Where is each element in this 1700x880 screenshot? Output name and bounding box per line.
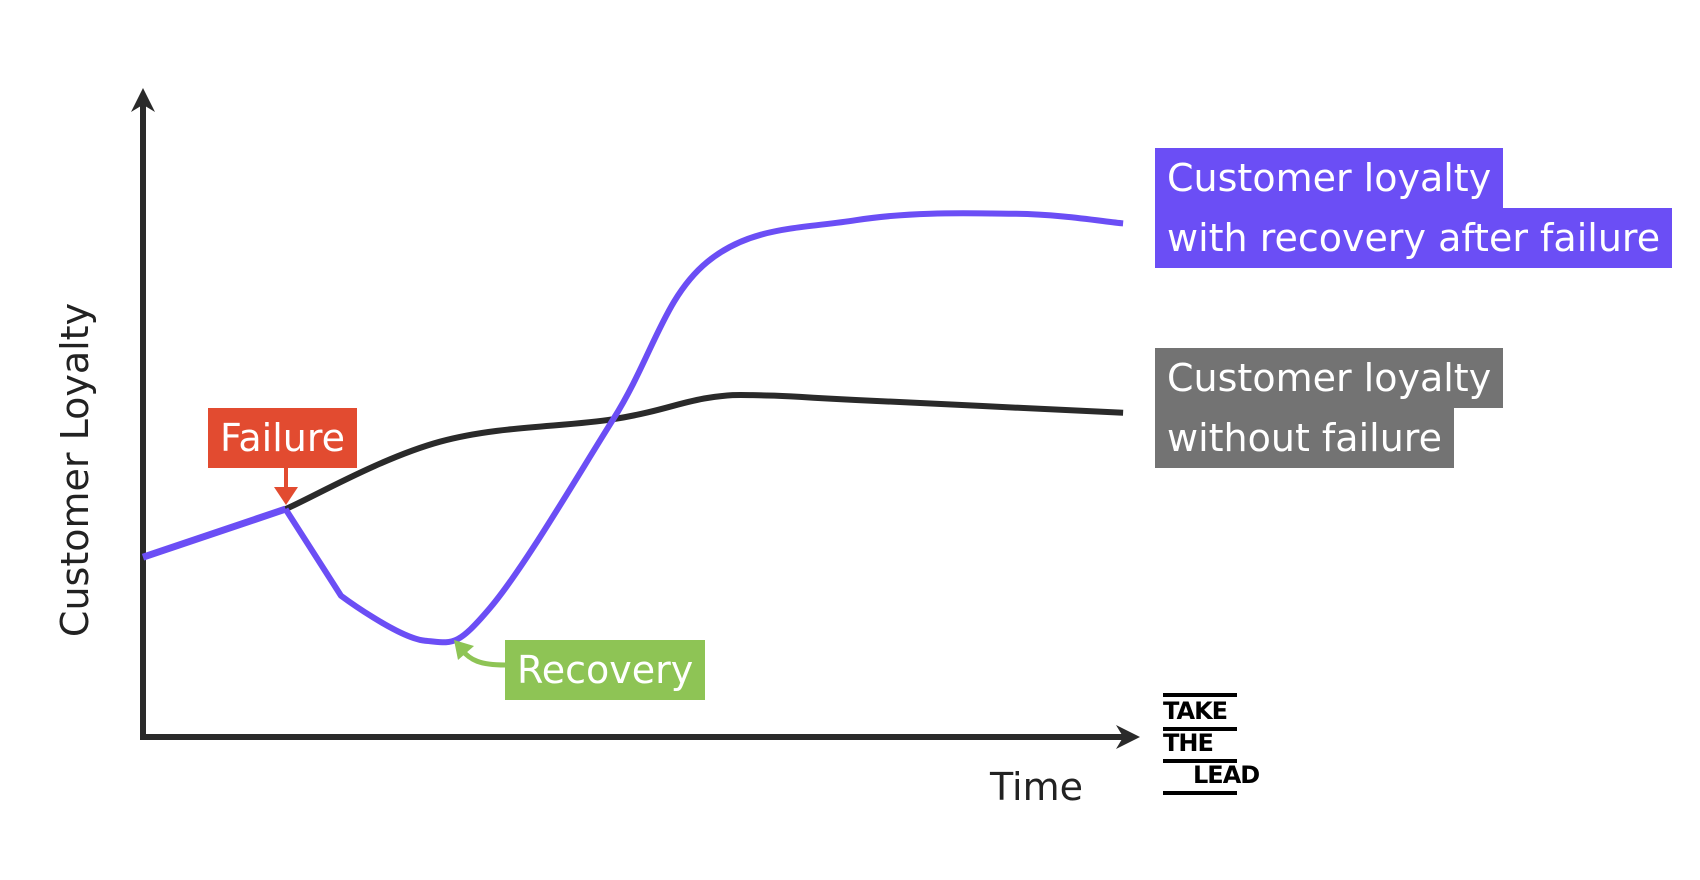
logo-bar bbox=[1163, 727, 1237, 731]
legend-nofail-line1: Customer loyalty bbox=[1155, 348, 1504, 408]
logo-word-take: TAKE bbox=[1163, 697, 1228, 725]
x-axis-label: Time bbox=[990, 765, 1083, 809]
series-layer bbox=[141, 210, 1124, 646]
take-the-lead-logo: TAKE THE LEAD bbox=[1163, 693, 1273, 805]
logo-bar bbox=[1163, 759, 1237, 763]
recovery-arrow bbox=[454, 640, 506, 668]
logo-bar bbox=[1163, 693, 1237, 697]
logo-word-the: THE bbox=[1163, 729, 1214, 757]
legend-recovery-line1: Customer loyalty bbox=[1155, 148, 1504, 208]
failure-arrow bbox=[274, 468, 298, 505]
y-axis-label: Customer Loyalty bbox=[53, 302, 97, 638]
logo-bar bbox=[1163, 791, 1237, 795]
series-line-shared-segment bbox=[141, 505, 287, 561]
series-line-with-recovery bbox=[283, 210, 1124, 646]
legend-nofail-line2: without failure bbox=[1155, 408, 1454, 468]
recovery-annotation: Recovery bbox=[505, 640, 706, 700]
logo-word-lead: LEAD bbox=[1193, 761, 1260, 789]
series-line-without-failure bbox=[284, 391, 1124, 512]
legend-recovery-line2: with recovery after failure bbox=[1155, 208, 1673, 268]
failure-annotation: Failure bbox=[208, 408, 358, 468]
